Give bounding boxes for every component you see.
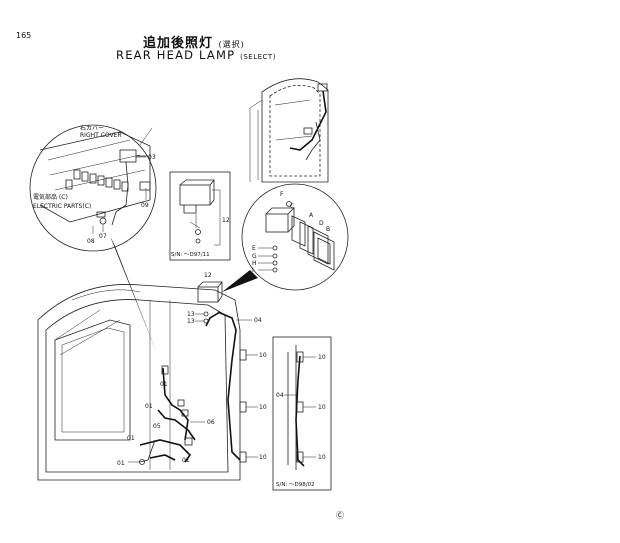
label-I: I [252, 267, 254, 274]
serial-cab-label: S/N: ～D98/02 [276, 482, 315, 488]
cab-overview-drawing [249, 78, 329, 183]
title-en-note: (SELECT) [240, 53, 276, 61]
right-cover-jp-label: 右カバー [80, 124, 104, 132]
rear-lamp-mounted [197, 286, 219, 303]
label-10-box-b: 10 [318, 404, 326, 411]
old-lamp-detail-box [169, 171, 231, 261]
label-01-e: 01 [117, 460, 125, 467]
page-title-japanese: 追加後照灯 (選択) [143, 37, 245, 50]
page-number: 165 [16, 31, 32, 40]
electric-parts-jp-label: 電気部品 (C) [33, 193, 68, 201]
label-01-d: 01 [182, 457, 190, 464]
harness-04 [217, 311, 241, 461]
label-12-cab: 12 [204, 272, 212, 279]
label-12-box: 12 [222, 217, 230, 224]
label-08: 08 [87, 238, 95, 245]
clips-10 [239, 349, 258, 463]
label-10-box-c: 10 [318, 454, 326, 461]
label-04-box: 04 [276, 392, 284, 399]
right-cover-detail [29, 124, 157, 252]
label-10-a: 10 [259, 352, 267, 359]
magnifier-pointer-right [222, 270, 258, 292]
label-H: H [252, 260, 257, 267]
label-07: 07 [99, 233, 107, 240]
magnifier-pointer-left [110, 236, 158, 356]
cab-main-drawing [37, 284, 241, 481]
label-03-cover: 03 [148, 154, 156, 161]
label-E: E [252, 245, 256, 252]
label-10-c: 10 [259, 454, 267, 461]
label-C: C [290, 203, 294, 210]
label-F: F [280, 191, 284, 198]
label-06: 06 [207, 419, 215, 426]
label-13-top: 13 [187, 311, 195, 318]
serial-lamp-label: S/N: ～D97/11 [171, 252, 210, 258]
title-jp-note: (選択) [218, 40, 245, 49]
title-en-text: REAR HEAD LAMP [116, 48, 236, 62]
label-10-box-a: 10 [318, 354, 326, 361]
label-05: 05 [153, 423, 161, 430]
label-10-b: 10 [259, 404, 267, 411]
label-04-cab: 04 [254, 317, 262, 324]
electric-parts-en-label: ELECTRIC PARTS(C) [33, 203, 91, 210]
label-01-b: 01 [145, 403, 153, 410]
label-D: D [319, 220, 324, 227]
label-B: B [326, 226, 330, 233]
harness-internal [139, 365, 196, 463]
label-01-a: 01 [160, 381, 168, 388]
label-A: A [309, 212, 314, 219]
title-jp-text: 追加後照灯 [143, 36, 214, 51]
right-cover-en-label: RIGHT COVER [80, 132, 122, 139]
label-13-bottom: 13 [187, 318, 195, 325]
label-G: G [252, 253, 257, 260]
old-harness-detail-box [272, 336, 332, 491]
lamp-parts-detail [241, 183, 349, 291]
label-01-c: 01 [127, 435, 135, 442]
label-09: 09 [141, 202, 149, 209]
page-title-english: REAR HEAD LAMP (SELECT) [116, 48, 276, 62]
footer-mark: Ⓒ [336, 511, 344, 520]
